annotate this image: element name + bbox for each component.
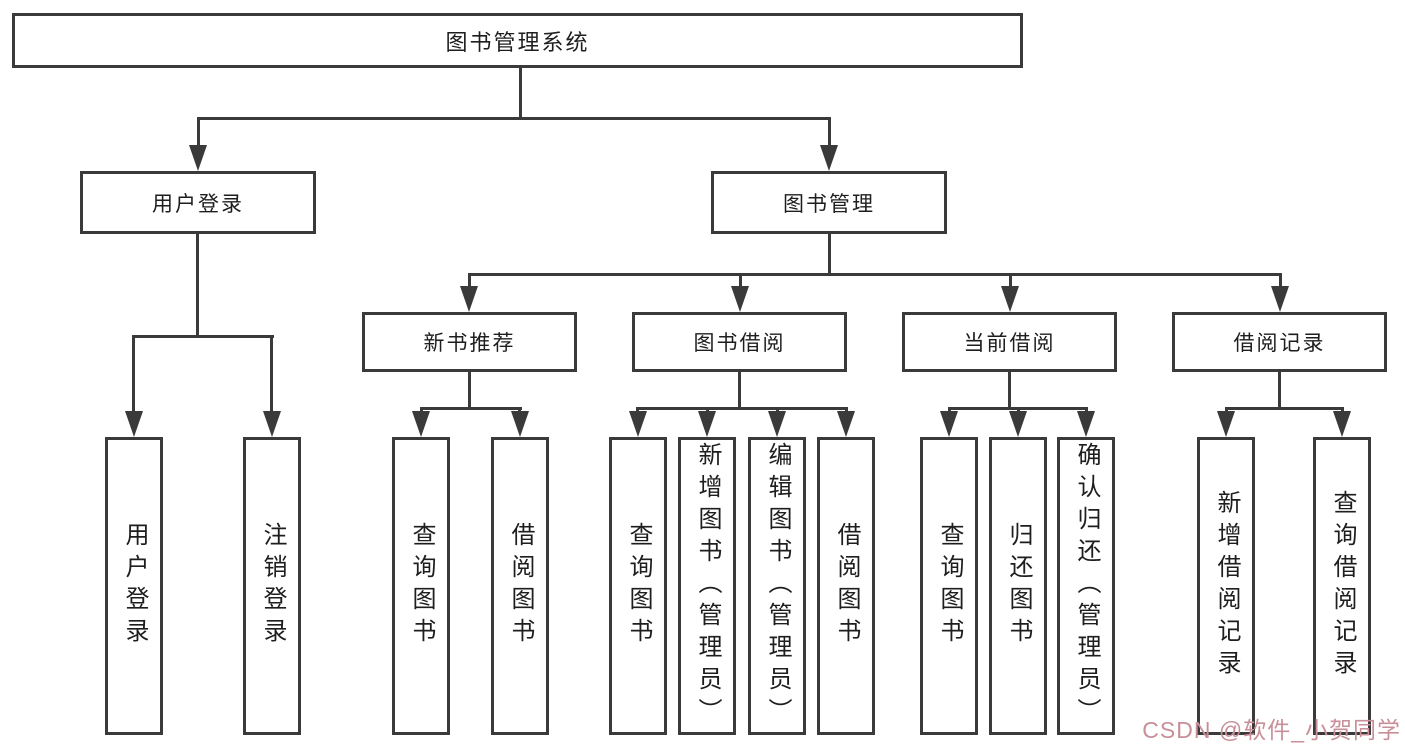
node-label: 借阅图书 — [833, 522, 860, 650]
connector-line — [1225, 407, 1344, 410]
leaf-confirm-return-admin: 确认归还（管理员） — [1057, 437, 1115, 735]
leaf-borrow-query-books: 查询图书 — [609, 437, 667, 735]
connector-line — [270, 335, 273, 415]
arrowhead-down-icon — [511, 411, 529, 437]
node-label: 注销登录 — [259, 522, 286, 650]
leaf-borrow-books: 借阅图书 — [817, 437, 875, 735]
connector-line — [468, 372, 471, 410]
connector-line — [828, 117, 831, 150]
node-label: 借阅记录 — [1233, 332, 1326, 355]
arrowhead-down-icon — [125, 411, 143, 437]
connector-line — [519, 68, 522, 118]
node-label: 用户登录 — [152, 192, 244, 216]
connector-line — [1279, 273, 1282, 290]
connector-line — [1008, 372, 1011, 410]
leaf-add-book-admin: 新增图书（管理员） — [678, 437, 736, 735]
connector-line — [738, 372, 741, 410]
node-new-book-recommend: 新书推荐 — [362, 312, 577, 372]
node-label: 编辑图书（管理员） — [764, 442, 791, 730]
arrowhead-down-icon — [698, 411, 716, 437]
connector-line — [468, 273, 471, 290]
node-book-management: 图书管理 — [711, 171, 947, 234]
node-borrow-records: 借阅记录 — [1172, 312, 1387, 372]
node-label: 当前借阅 — [963, 332, 1056, 355]
node-label: 查询图书 — [625, 522, 652, 650]
arrowhead-down-icon — [629, 411, 647, 437]
node-label: 确认归还（管理员） — [1073, 442, 1100, 730]
arrowhead-down-icon — [263, 411, 281, 437]
node-label: 归还图书 — [1005, 522, 1032, 650]
connector-line — [132, 335, 135, 415]
leaf-return-books: 归还图书 — [989, 437, 1047, 735]
arrowhead-down-icon — [940, 411, 958, 437]
connector-line — [468, 273, 1281, 276]
arrowhead-down-icon — [189, 145, 207, 171]
watermark: CSDN @软件_小贺同学 — [1142, 717, 1401, 743]
leaf-user-login: 用户登录 — [105, 437, 163, 735]
leaf-current-query-books: 查询图书 — [920, 437, 978, 735]
connector-line — [739, 273, 742, 290]
node-label: 图书管理系统 — [445, 29, 590, 55]
leaf-logout: 注销登录 — [243, 437, 301, 735]
node-label: 新增借阅记录 — [1213, 490, 1240, 682]
connector-line — [197, 117, 831, 120]
arrowhead-down-icon — [1333, 411, 1351, 437]
arrowhead-down-icon — [1217, 411, 1235, 437]
arrowhead-down-icon — [1009, 411, 1027, 437]
node-label: 用户登录 — [121, 522, 148, 650]
leaf-edit-book-admin: 编辑图书（管理员） — [748, 437, 806, 735]
leaf-query-borrow-record: 查询借阅记录 — [1313, 437, 1371, 735]
arrowhead-down-icon — [1001, 286, 1019, 312]
node-label: 图书借阅 — [693, 332, 786, 355]
node-book-borrow: 图书借阅 — [632, 312, 847, 372]
arrowhead-down-icon — [412, 411, 430, 437]
leaf-recommend-borrow-books: 借阅图书 — [491, 437, 549, 735]
arrowhead-down-icon — [460, 286, 478, 312]
node-label: 新增图书（管理员） — [694, 442, 721, 730]
connector-line — [420, 407, 522, 410]
arrowhead-down-icon — [837, 411, 855, 437]
node-user-login: 用户登录 — [80, 171, 316, 234]
node-library-management-system: 图书管理系统 — [12, 13, 1023, 68]
node-current-borrow: 当前借阅 — [902, 312, 1117, 372]
connector-line — [828, 234, 831, 276]
node-label: 查询借阅记录 — [1329, 490, 1356, 682]
leaf-recommend-query-books: 查询图书 — [392, 437, 450, 735]
leaf-add-borrow-record: 新增借阅记录 — [1197, 437, 1255, 735]
arrowhead-down-icon — [768, 411, 786, 437]
arrowhead-down-icon — [1271, 286, 1289, 312]
connector-line — [133, 335, 274, 338]
node-label: 查询图书 — [408, 522, 435, 650]
connector-line — [637, 407, 848, 410]
connector-line — [1009, 273, 1012, 290]
arrowhead-down-icon — [731, 286, 749, 312]
node-label: 图书管理 — [783, 192, 875, 216]
connector-line — [196, 234, 199, 338]
connector-line — [197, 117, 200, 150]
connector-line — [1278, 372, 1281, 410]
node-label: 新书推荐 — [423, 332, 516, 355]
arrowhead-down-icon — [1077, 411, 1095, 437]
arrowhead-down-icon — [820, 145, 838, 171]
node-label: 查询图书 — [936, 522, 963, 650]
node-label: 借阅图书 — [507, 522, 534, 650]
